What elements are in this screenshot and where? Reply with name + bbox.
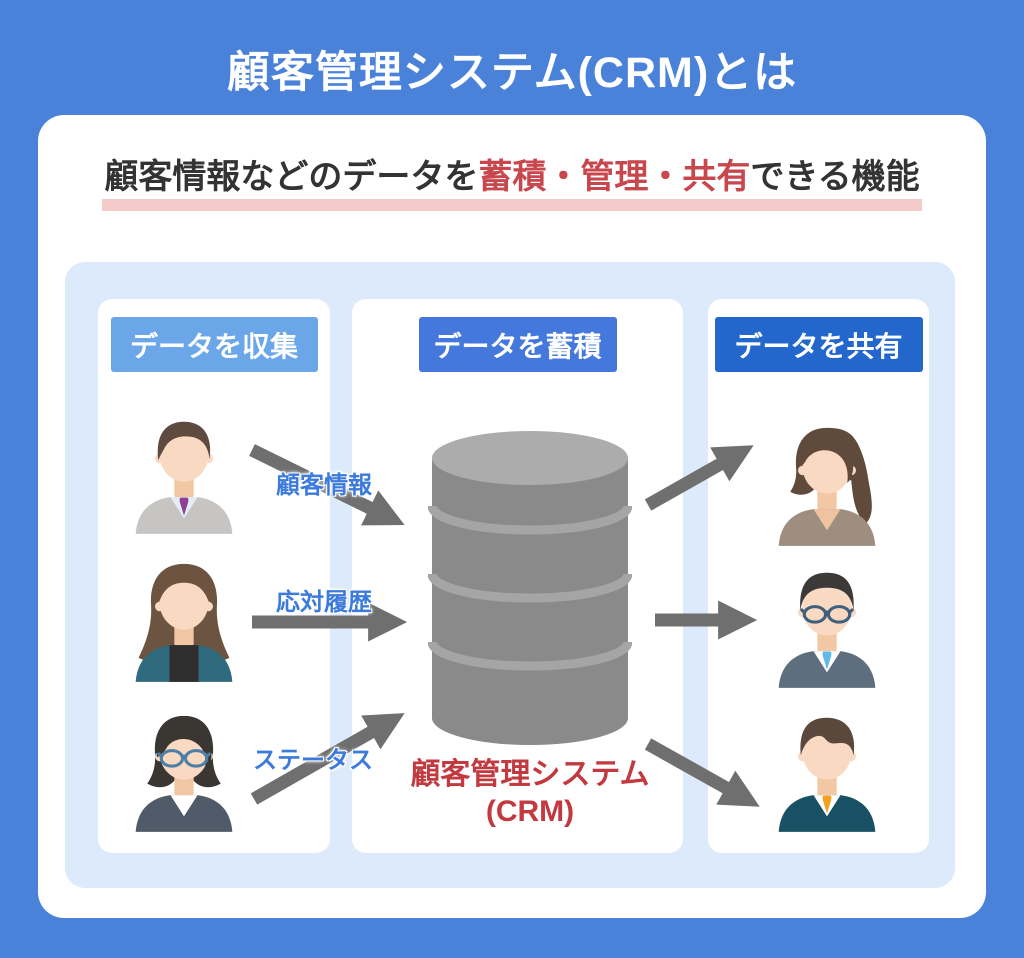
crm-label: 顧客管理システム (CRM) <box>380 756 680 830</box>
subtitle-post: できる機能 <box>750 158 920 196</box>
database-cylinder <box>427 431 633 745</box>
avatar-collect-woman-long-hair <box>126 556 242 682</box>
column-store-header: データを蓄積 <box>418 317 617 372</box>
crm-label-line2: (CRM) <box>485 795 575 828</box>
avatar-share-woman-side-swept <box>769 420 885 546</box>
avatar-share-man-teal-suit <box>769 706 885 832</box>
avatar-collect-man-gray-suit <box>126 408 242 534</box>
crm-label-line1: 顧客管理システム <box>410 758 650 791</box>
flow-label-response-history: 応対履歴 <box>276 589 372 616</box>
column-collect-header: データを収集 <box>110 317 318 372</box>
avatar-collect-woman-bob-glasses <box>126 706 242 832</box>
database-icon <box>427 430 633 748</box>
subtitle: 顧客情報などのデータを蓄積・管理・共有できる機能 <box>102 156 922 211</box>
column-share-header: データを共有 <box>714 317 923 372</box>
subtitle-highlight: 蓄積・管理・共有 <box>478 158 751 196</box>
subtitle-pre: 顧客情報などのデータを <box>104 158 479 196</box>
flow-label-status: ステータス <box>253 747 373 774</box>
flow-label-customer-info: 顧客情報 <box>276 472 372 499</box>
avatar-share-man-glasses <box>769 562 885 688</box>
page-title: 顧客管理システム(CRM)とは <box>226 49 798 97</box>
subtitle-row: 顧客情報などのデータを蓄積・管理・共有できる機能 <box>38 156 986 211</box>
